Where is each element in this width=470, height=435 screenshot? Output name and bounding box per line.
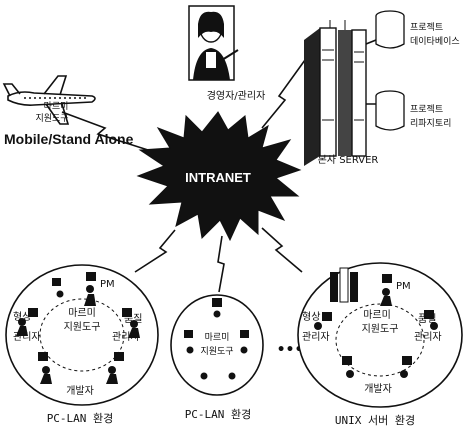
mobile-label: Mobile/Stand Alone bbox=[4, 131, 134, 147]
db1-line1: 프로젝트 bbox=[410, 22, 443, 33]
unix-right-role-line2: 관리자 bbox=[414, 331, 442, 343]
manager-label: 경영자/관리자 bbox=[207, 89, 266, 102]
connector-left-lan bbox=[135, 230, 175, 272]
left-role-line1: 형상 bbox=[13, 311, 31, 323]
unix-center-line2: 지원도구 bbox=[362, 323, 399, 335]
unix-right-role-line1: 품질 bbox=[418, 313, 436, 325]
mid-caption: PC-LAN 환경 bbox=[185, 408, 252, 421]
repository-icon bbox=[376, 91, 404, 130]
unix-pm-label: PM bbox=[396, 281, 411, 292]
intranet-cloud: INTRANET bbox=[138, 112, 300, 240]
unix-bottom-role: 개발자 bbox=[364, 383, 392, 395]
plane-text-line1: 마르미 bbox=[44, 101, 69, 112]
unix-left-role-line1: 형상 bbox=[302, 311, 320, 323]
pc-lan-mid-group bbox=[171, 295, 263, 395]
mid-center-line2: 지원도구 bbox=[200, 346, 233, 357]
unix-left-role-line2: 관리자 bbox=[302, 331, 330, 343]
connector-unix bbox=[262, 228, 302, 272]
unix-center-line1: 마르미 bbox=[363, 309, 391, 321]
connector-server bbox=[262, 60, 305, 128]
unix-caption: UNIX 서버 환경 bbox=[335, 414, 415, 427]
left-center-line1: 마르미 bbox=[68, 307, 96, 319]
left-center-line2: 지원도구 bbox=[64, 321, 101, 333]
database-icon bbox=[376, 11, 404, 48]
db2-line2: 리파지토리 bbox=[410, 118, 451, 129]
left-role-line2: 관리자 bbox=[13, 331, 41, 343]
manager-portrait-icon bbox=[189, 6, 238, 80]
db2-line1: 프로젝트 bbox=[410, 104, 443, 115]
left-caption: PC-LAN 환경 bbox=[47, 412, 114, 425]
mid-center-line1: 마르미 bbox=[205, 332, 230, 343]
server-label: 본사 SERVER bbox=[318, 154, 379, 166]
connector-mid-lan bbox=[218, 236, 224, 292]
intranet-label: INTRANET bbox=[185, 170, 251, 185]
right-role-line2: 관리자 bbox=[112, 331, 140, 343]
db1-line2: 데이타베이스 bbox=[410, 36, 460, 47]
unix-server-icon bbox=[330, 268, 358, 302]
server-icon bbox=[304, 20, 366, 166]
left-pm-label: PM bbox=[100, 279, 115, 290]
left-bottom-role: 개발자 bbox=[66, 385, 94, 397]
right-role-line1: 품질 bbox=[124, 313, 142, 325]
plane-text-line2: 지원도구 bbox=[35, 113, 68, 124]
